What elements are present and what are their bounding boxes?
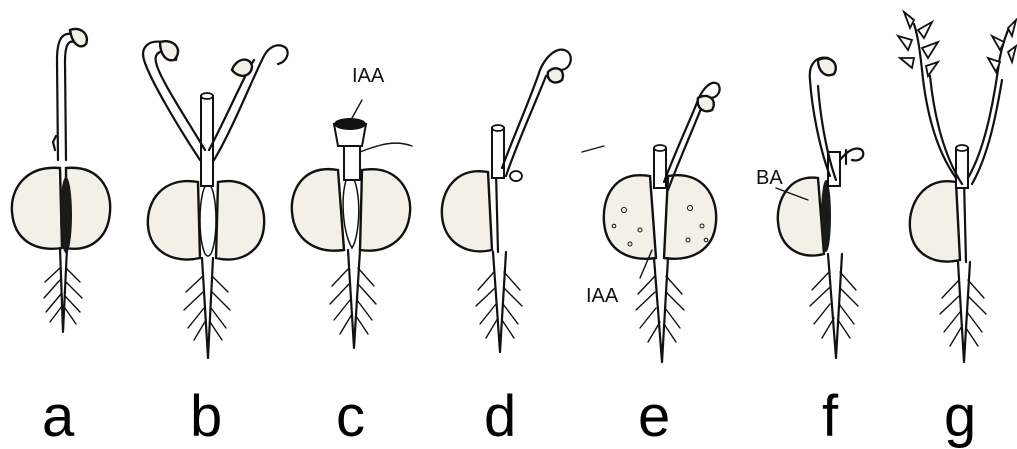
cotyledon-right bbox=[66, 168, 110, 249]
root-axis bbox=[60, 248, 67, 332]
seedling-b bbox=[143, 41, 287, 358]
seed-coat-gap bbox=[60, 177, 72, 253]
panel-label-b: b bbox=[190, 384, 222, 449]
seedling-d bbox=[442, 50, 571, 352]
seedling-a bbox=[12, 29, 110, 332]
annotation-ba: BA bbox=[756, 167, 783, 189]
annotation-iaa-top: IAA bbox=[352, 65, 385, 87]
annotation-iaa-bottom: IAA bbox=[586, 285, 619, 307]
seedling-f: BA bbox=[756, 58, 863, 358]
panel-label-g: g bbox=[944, 384, 976, 449]
panel-label-f: f bbox=[822, 384, 839, 449]
panel-label-d: d bbox=[484, 384, 516, 449]
seedling-g bbox=[898, 12, 1016, 362]
panel-label-e: e bbox=[638, 384, 670, 449]
panel-label-c: c bbox=[336, 384, 365, 449]
seedling-c: IAA bbox=[292, 65, 412, 348]
panel-label-a: a bbox=[42, 384, 75, 449]
seedling-e: IAA bbox=[582, 83, 720, 362]
cotyledon-left bbox=[12, 168, 62, 249]
